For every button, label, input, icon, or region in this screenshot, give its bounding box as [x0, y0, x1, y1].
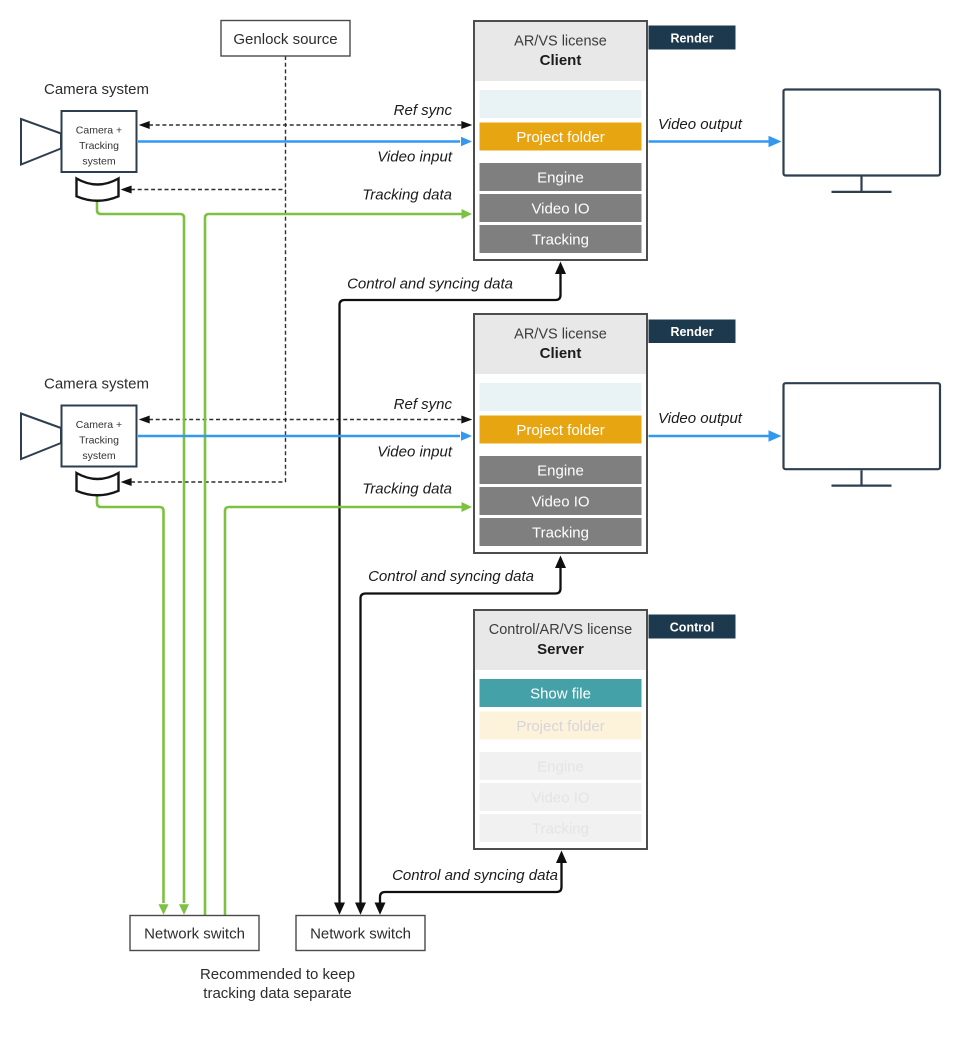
- svg-text:Render: Render: [670, 325, 713, 339]
- svg-text:Video IO: Video IO: [531, 790, 589, 807]
- svg-text:Camera system: Camera system: [44, 376, 149, 393]
- svg-text:Show file: Show file: [530, 686, 591, 703]
- svg-text:Recommended to keep: Recommended to keep: [200, 966, 355, 983]
- svg-text:Video input: Video input: [377, 444, 453, 461]
- svg-text:Ref sync: Ref sync: [394, 102, 453, 119]
- svg-text:Video input: Video input: [377, 149, 453, 166]
- svg-text:Control: Control: [670, 620, 714, 634]
- svg-text:Project folder: Project folder: [516, 718, 604, 735]
- svg-text:Camera system: Camera system: [44, 81, 149, 98]
- svg-text:Server: Server: [537, 641, 584, 658]
- svg-text:Engine: Engine: [537, 759, 584, 776]
- svg-text:Tracking: Tracking: [532, 821, 589, 838]
- svg-text:Video output: Video output: [658, 116, 743, 133]
- svg-text:Render: Render: [670, 31, 713, 45]
- svg-text:Genlock source: Genlock source: [233, 31, 337, 48]
- svg-text:Control and syncing data: Control and syncing data: [392, 867, 558, 884]
- svg-text:Control/AR/VS license: Control/AR/VS license: [489, 622, 632, 638]
- svg-text:Tracking data: Tracking data: [362, 481, 452, 498]
- svg-text:tracking data separate: tracking data separate: [203, 985, 351, 1002]
- svg-text:Network switch: Network switch: [310, 926, 411, 943]
- svg-text:Ref sync: Ref sync: [394, 396, 453, 413]
- svg-text:Control and syncing data: Control and syncing data: [347, 276, 513, 293]
- svg-text:Control and syncing data: Control and syncing data: [368, 568, 534, 585]
- svg-text:Video output: Video output: [658, 410, 743, 427]
- svg-text:Tracking data: Tracking data: [362, 187, 452, 204]
- svg-text:Network switch: Network switch: [144, 926, 245, 943]
